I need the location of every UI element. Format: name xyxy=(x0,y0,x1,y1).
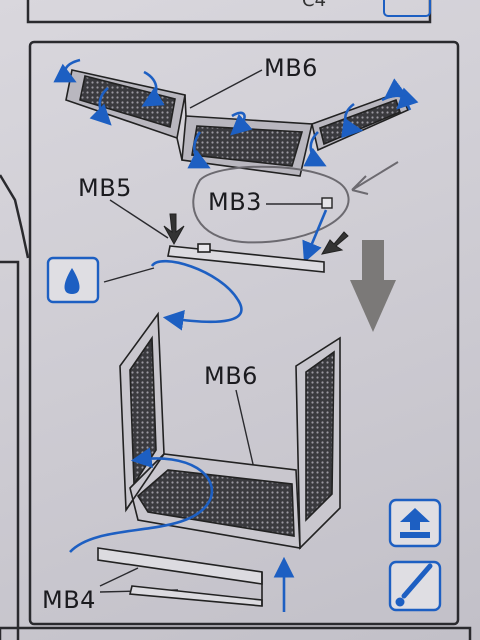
previous-step-icon-box xyxy=(383,0,431,17)
assembly-arrows-bottom xyxy=(69,447,295,612)
down-arrow-icon xyxy=(350,240,396,332)
glue-drop-icon xyxy=(46,256,100,304)
mb5-bar xyxy=(167,243,325,273)
label-mb3: MB3 xyxy=(208,188,262,216)
mb5-insert-arrows xyxy=(163,213,349,255)
previous-step-part-label: C4 xyxy=(302,0,327,11)
mb6-folded-part xyxy=(119,311,341,550)
pencil-annotation xyxy=(192,161,399,244)
label-mb6-bottom: MB6 xyxy=(204,362,258,390)
label-mb4: MB4 xyxy=(42,586,96,614)
mb4-bars xyxy=(97,547,263,607)
label-mb6-top: MB6 xyxy=(264,54,318,82)
label-mb5: MB5 xyxy=(78,174,132,202)
flip-up-icon xyxy=(388,498,442,548)
mb3-tab xyxy=(321,197,333,209)
glue-application-line xyxy=(103,259,243,331)
fold-arrows xyxy=(53,58,419,169)
paint-brush-icon xyxy=(388,560,442,612)
mb6-unfolded-part xyxy=(65,69,410,177)
mb3-insert-arrow xyxy=(302,209,328,263)
